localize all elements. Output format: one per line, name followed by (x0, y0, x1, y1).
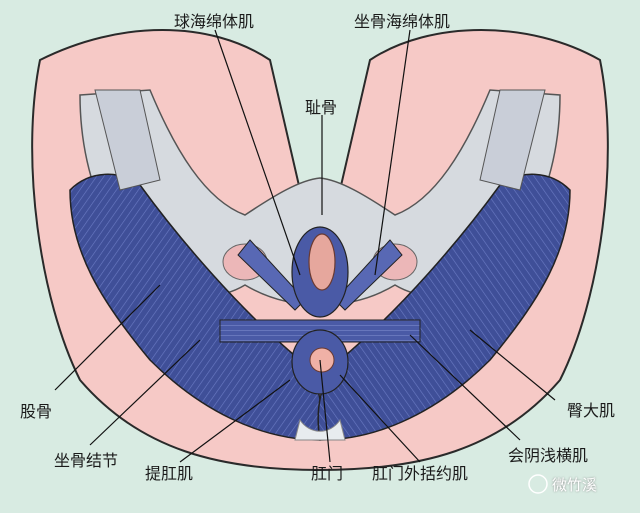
left-thigh-band (94, 89, 161, 191)
ischiocavernosus-left (237, 239, 306, 311)
label-anus: 肛门 (311, 464, 344, 483)
watermark-icon (528, 474, 548, 494)
label-levator-ani: 提肛肌 (145, 464, 194, 483)
watermark: 微竹溪 (552, 476, 598, 494)
coccyx-ligament (294, 418, 346, 441)
label-femur: 股骨 (20, 402, 53, 421)
anus-opening (309, 347, 335, 373)
label-external-anal-sphincter: 肛门外括约肌 (372, 464, 469, 483)
vaginal-opening (308, 233, 336, 291)
label-ischiocavernosus: 坐骨海绵体肌 (354, 12, 451, 31)
ischiocavernosus-right (334, 239, 403, 311)
label-bulbospongiosus: 球海绵体肌 (174, 12, 255, 31)
right-thigh-band (479, 89, 546, 191)
label-gluteus-maximus: 臀大肌 (567, 401, 616, 420)
label-ischial-tuberosity: 坐骨结节 (54, 451, 119, 470)
leader-lines (54, 29, 556, 463)
label-superficial-transverse-perineal: 会阴浅横肌 (508, 446, 589, 465)
label-pubis: 耻骨 (305, 98, 338, 117)
